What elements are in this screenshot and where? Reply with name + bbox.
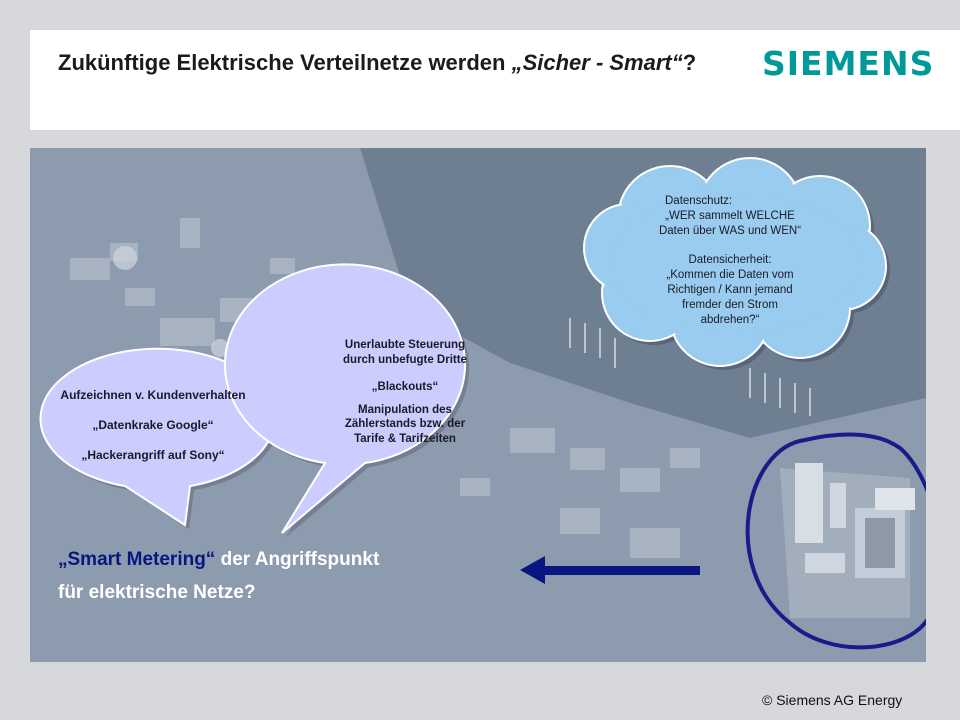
slide-title: Zukünftige Elektrische Verteilnetze werd… <box>58 48 738 78</box>
bubble-line: Unerlaubte Steuerung <box>344 339 466 351</box>
cloud-fill <box>586 160 884 364</box>
substation-illustration <box>780 463 915 618</box>
cloud-line: Daten über WAS und WEN“ <box>658 225 802 237</box>
cloud-line: Datenschutz: <box>665 195 733 207</box>
data-cloud-text: Datenschutz: „WER sammelt WELCHE Daten ü… <box>630 194 830 328</box>
energy-grid-illustration <box>30 148 926 662</box>
smart-metering-quote: „Smart Metering“ <box>58 549 216 570</box>
title-question-mark: ? <box>682 50 697 75</box>
substation-highlight-ring <box>745 432 926 650</box>
copyright-footer: © Siemens AG Energy <box>762 692 903 708</box>
main-statement: „Smart Metering“ der Angriffspunkt für e… <box>58 543 518 609</box>
bubble-line: Aufzeichnen v. Kundenverhalten <box>60 388 246 402</box>
siemens-logo: SIEMENS <box>762 44 935 83</box>
control-bubble-text: Unerlaubte Steuerung durch unbefugte Dri… <box>310 338 500 446</box>
customer-bubble-text: Aufzeichnen v. Kundenverhalten „Datenkra… <box>44 388 262 463</box>
cloud-line: „Kommen die Daten vom <box>666 269 794 281</box>
scene-graphics <box>30 148 926 662</box>
bubble-line: „Blackouts“ <box>371 381 439 393</box>
customer-behaviour-bubble <box>39 347 279 529</box>
cloud-line: Datensicherheit: <box>688 254 772 266</box>
statement-line-1: „Smart Metering“ der Angriffspunkt <box>58 543 518 576</box>
statement-line-2: für elektrische Netze? <box>58 582 256 603</box>
bubble-line: Manipulation des <box>358 403 452 416</box>
title-italic-text: „Sicher - Smart“ <box>511 50 683 75</box>
bubble-line: „Datenkrake Google“ <box>92 418 214 432</box>
slide-header: Zukünftige Elektrische Verteilnetze werd… <box>30 30 960 130</box>
land-area <box>30 148 926 662</box>
cloud-line: „WER sammelt WELCHE <box>665 210 795 222</box>
cloud-line: abdrehen?“ <box>700 314 760 326</box>
power-pylons <box>569 318 811 416</box>
arrow-left-icon <box>520 556 700 584</box>
statement-rest: der Angriffspunkt <box>215 549 380 570</box>
title-text: Zukünftige Elektrische Verteilnetze werd… <box>58 50 512 75</box>
bubble-line: „Hackerangriff auf Sony“ <box>81 448 225 462</box>
bubble-line: Zählerstands bzw. der <box>344 418 466 430</box>
bubble-line: durch unbefugte Dritte <box>343 353 467 366</box>
bubble-line: Tarife & Tarifzeiten <box>354 432 456 445</box>
cloud-line: Richtigen / Kann jemand <box>667 284 793 296</box>
unauthorized-control-bubble <box>224 263 469 537</box>
cloud-line: fremder den Strom <box>682 299 778 311</box>
